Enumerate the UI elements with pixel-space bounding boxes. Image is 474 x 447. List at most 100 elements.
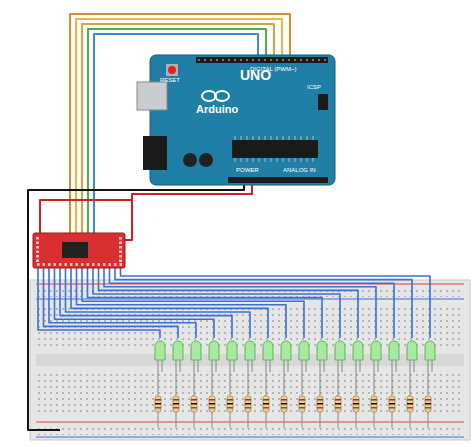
resistor-band <box>263 399 269 401</box>
led-leg <box>248 360 249 378</box>
resistor-lead <box>356 412 357 428</box>
resistor-lead <box>158 378 159 396</box>
chip-pin <box>301 136 302 140</box>
led-leg <box>288 360 289 372</box>
header-hole <box>306 59 308 61</box>
resistor <box>173 396 179 412</box>
resistor-band <box>209 403 215 405</box>
driver-pin <box>119 260 122 263</box>
resistor <box>245 396 251 412</box>
rail-holes <box>36 286 464 297</box>
header-hole <box>258 59 260 61</box>
header-hole <box>222 59 224 61</box>
header-hole <box>216 59 218 61</box>
led-wire <box>104 268 376 338</box>
led-leg <box>374 360 375 378</box>
driver-pin <box>119 237 122 240</box>
usb-port <box>137 82 167 110</box>
led-leg <box>198 360 199 372</box>
led-leg <box>284 360 285 378</box>
resistor-lead <box>158 412 159 428</box>
header-hole <box>294 59 296 61</box>
resistor-band <box>245 399 251 401</box>
resistor-band <box>299 407 305 409</box>
arduino-node: UNOArduino <box>150 55 335 185</box>
resistor-lead <box>374 378 375 396</box>
header-hole <box>324 59 326 61</box>
resistor-band <box>191 403 197 405</box>
led-wire <box>115 268 412 338</box>
driver-pin <box>87 263 90 266</box>
led-leg <box>306 360 307 372</box>
led-leg <box>216 360 217 372</box>
reset-button <box>168 66 176 74</box>
led-leg <box>342 360 343 372</box>
resistor <box>155 396 161 412</box>
resistor-lead <box>248 378 249 396</box>
led-leg <box>338 360 339 378</box>
led-wire <box>55 268 215 338</box>
driver-outline <box>33 233 125 268</box>
driver-pin <box>103 263 106 266</box>
resistor-lead <box>392 378 393 396</box>
reset-body <box>166 64 178 76</box>
header-hole <box>198 59 200 61</box>
header-hole <box>210 59 212 61</box>
header-hole <box>270 59 272 61</box>
resistor-band <box>389 407 395 409</box>
driver-pin <box>119 255 122 258</box>
led-wire <box>88 268 323 338</box>
driver-pin <box>54 263 57 266</box>
resistor-band <box>407 407 413 409</box>
power-jack <box>143 136 167 170</box>
resistor-band <box>389 399 395 401</box>
led <box>245 341 255 360</box>
resistor-band <box>299 403 305 405</box>
header-hole <box>312 59 314 61</box>
resistor-band <box>371 407 377 409</box>
led-leg <box>428 360 429 378</box>
logo <box>215 91 229 101</box>
resistor-lead <box>410 412 411 428</box>
resistor-band <box>425 407 431 409</box>
resistor-band <box>281 407 287 409</box>
resistor-band <box>173 403 179 405</box>
header-hole <box>246 59 248 61</box>
driver-pin <box>119 242 122 245</box>
resistor <box>389 396 395 412</box>
driver-pin <box>36 242 39 245</box>
led-wire <box>60 268 232 338</box>
resistor-lead <box>338 378 339 396</box>
led-leg <box>162 360 163 372</box>
driver-pin <box>98 263 101 266</box>
led <box>227 341 237 360</box>
chip-pin <box>253 158 254 162</box>
led-leg <box>212 360 213 378</box>
driver-pin <box>70 263 73 266</box>
resistor-lead <box>212 378 213 396</box>
led-leg <box>378 360 379 372</box>
led-leg <box>410 360 411 378</box>
led <box>335 341 345 360</box>
resistor-lead <box>230 412 231 428</box>
logo <box>202 91 216 101</box>
driver-pin <box>119 251 122 254</box>
wires <box>28 14 430 430</box>
header-hole <box>228 59 230 61</box>
resistor-band <box>281 399 287 401</box>
chip-pin <box>289 158 290 162</box>
resistor <box>281 396 287 412</box>
power-wire <box>125 184 252 240</box>
led-wire <box>44 268 179 338</box>
chip-pin <box>289 136 290 140</box>
rail-line <box>36 437 464 438</box>
chip-pin <box>247 136 248 140</box>
resistor-band <box>263 407 269 409</box>
resistor <box>371 396 377 412</box>
header-hole <box>288 59 290 61</box>
resistor <box>227 396 233 412</box>
chip-pin <box>277 158 278 162</box>
led-leg <box>270 360 271 372</box>
led <box>191 341 201 360</box>
led <box>299 341 309 360</box>
